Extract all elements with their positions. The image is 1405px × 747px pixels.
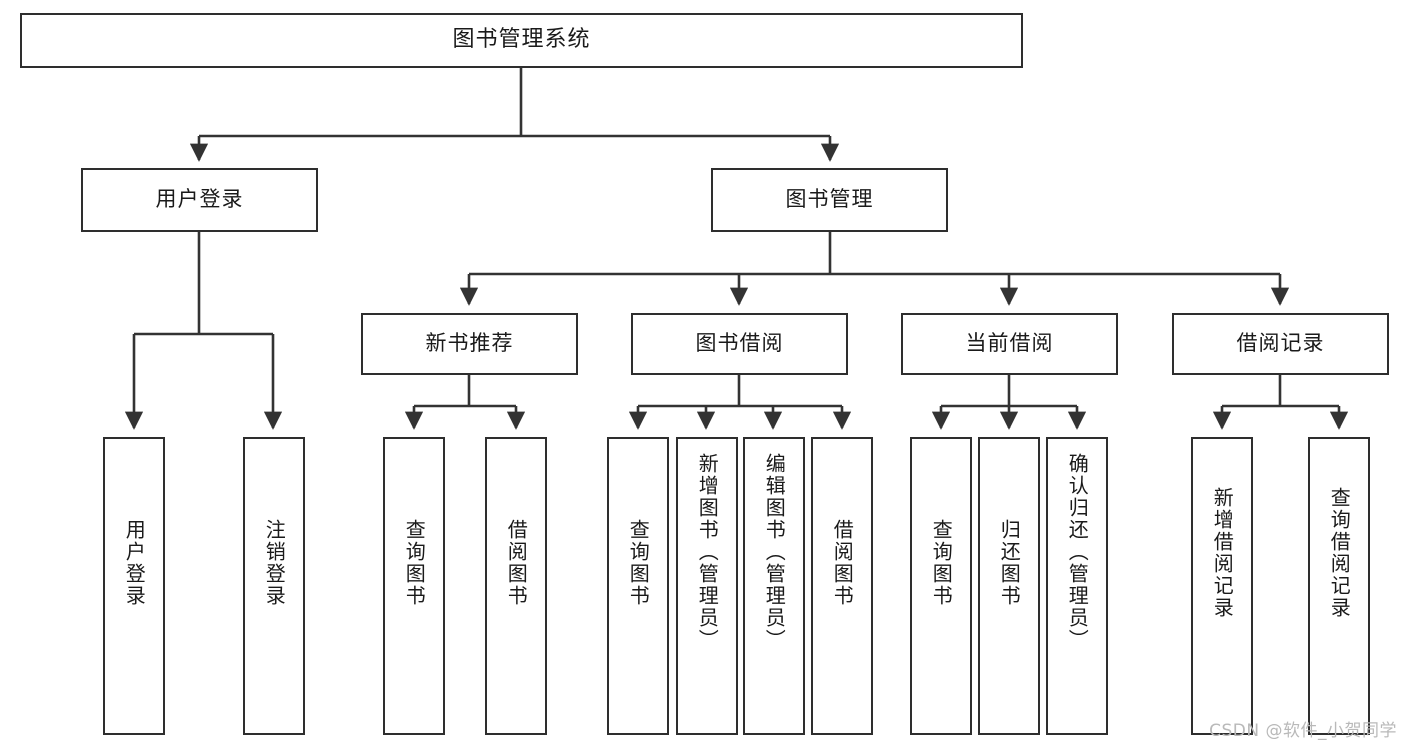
leaf-bb-query-book-label: 查询图书	[626, 519, 651, 607]
node-borrow-record-label: 借阅记录	[1236, 331, 1325, 356]
leaf-bb-query-book[interactable]: 查询图书	[607, 437, 669, 735]
leaf-bb-edit-book-label: 编辑图书（管理员）	[762, 453, 787, 651]
leaf-user-login[interactable]: 用户登录	[103, 437, 165, 735]
node-book-management[interactable]: 图书管理	[711, 168, 948, 232]
node-book-borrow[interactable]: 图书借阅	[631, 313, 848, 375]
leaf-cb-confirm-return-label: 确认归还（管理员）	[1065, 453, 1090, 651]
leaf-bb-borrow-book-label: 借阅图书	[830, 519, 855, 607]
leaf-cb-return-book-label: 归还图书	[997, 519, 1022, 607]
leaf-logout[interactable]: 注销登录	[243, 437, 305, 735]
leaf-bb-edit-book[interactable]: 编辑图书（管理员）	[743, 437, 805, 735]
node-user-login-label: 用户登录	[155, 187, 244, 212]
node-new-book-recommend-label: 新书推荐	[425, 331, 514, 356]
leaf-nb-borrow-book[interactable]: 借阅图书	[485, 437, 547, 735]
leaf-cb-query-book[interactable]: 查询图书	[910, 437, 972, 735]
leaf-nb-borrow-book-label: 借阅图书	[504, 519, 529, 607]
node-borrow-record[interactable]: 借阅记录	[1172, 313, 1389, 375]
node-new-book-recommend[interactable]: 新书推荐	[361, 313, 578, 375]
leaf-nb-query-book-label: 查询图书	[402, 519, 427, 607]
node-book-borrow-label: 图书借阅	[695, 331, 784, 356]
leaf-bb-add-book[interactable]: 新增图书（管理员）	[676, 437, 738, 735]
leaf-bb-borrow-book[interactable]: 借阅图书	[811, 437, 873, 735]
node-current-borrow-label: 当前借阅	[965, 331, 1054, 356]
leaf-cb-return-book[interactable]: 归还图书	[978, 437, 1040, 735]
node-book-management-label: 图书管理	[785, 187, 874, 212]
node-current-borrow[interactable]: 当前借阅	[901, 313, 1118, 375]
leaf-br-query-record[interactable]: 查询借阅记录	[1308, 437, 1370, 735]
leaf-cb-confirm-return[interactable]: 确认归还（管理员）	[1046, 437, 1108, 735]
node-root-label: 图书管理系统	[452, 27, 591, 53]
node-root[interactable]: 图书管理系统	[20, 13, 1023, 68]
leaf-user-login-label: 用户登录	[122, 519, 147, 607]
leaf-br-query-record-label: 查询借阅记录	[1327, 487, 1352, 619]
leaf-bb-add-book-label: 新增图书（管理员）	[695, 453, 720, 651]
leaf-logout-label: 注销登录	[262, 519, 287, 607]
leaf-cb-query-book-label: 查询图书	[929, 519, 954, 607]
leaf-br-add-record[interactable]: 新增借阅记录	[1191, 437, 1253, 735]
node-user-login[interactable]: 用户登录	[81, 168, 318, 232]
watermark: CSDN @软件_小贺同学	[1209, 721, 1397, 741]
leaf-br-add-record-label: 新增借阅记录	[1210, 487, 1235, 619]
leaf-nb-query-book[interactable]: 查询图书	[383, 437, 445, 735]
